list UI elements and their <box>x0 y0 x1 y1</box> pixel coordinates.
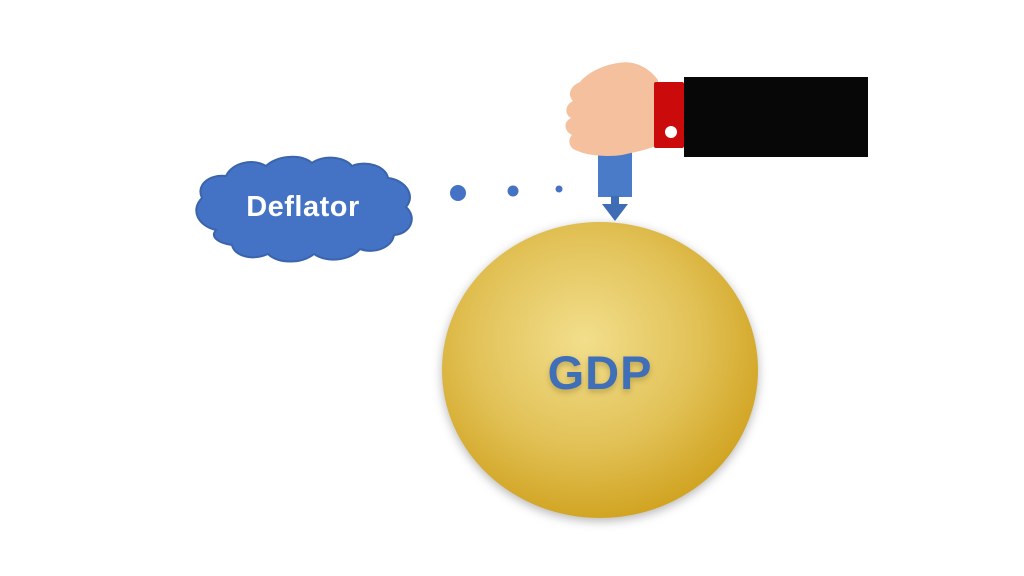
fist-hand-icon <box>565 62 658 156</box>
cuff-button-icon <box>665 126 677 138</box>
gdp-sphere-icon <box>442 222 758 518</box>
down-arrow-icon <box>602 196 628 221</box>
cuff-icon <box>654 82 684 148</box>
cloud-icon <box>195 155 413 263</box>
trail-dot-small-icon <box>555 185 563 193</box>
trail-dot-medium-icon <box>507 185 519 197</box>
sleeve-icon <box>684 77 868 157</box>
trail-dot-large-icon <box>450 185 466 201</box>
